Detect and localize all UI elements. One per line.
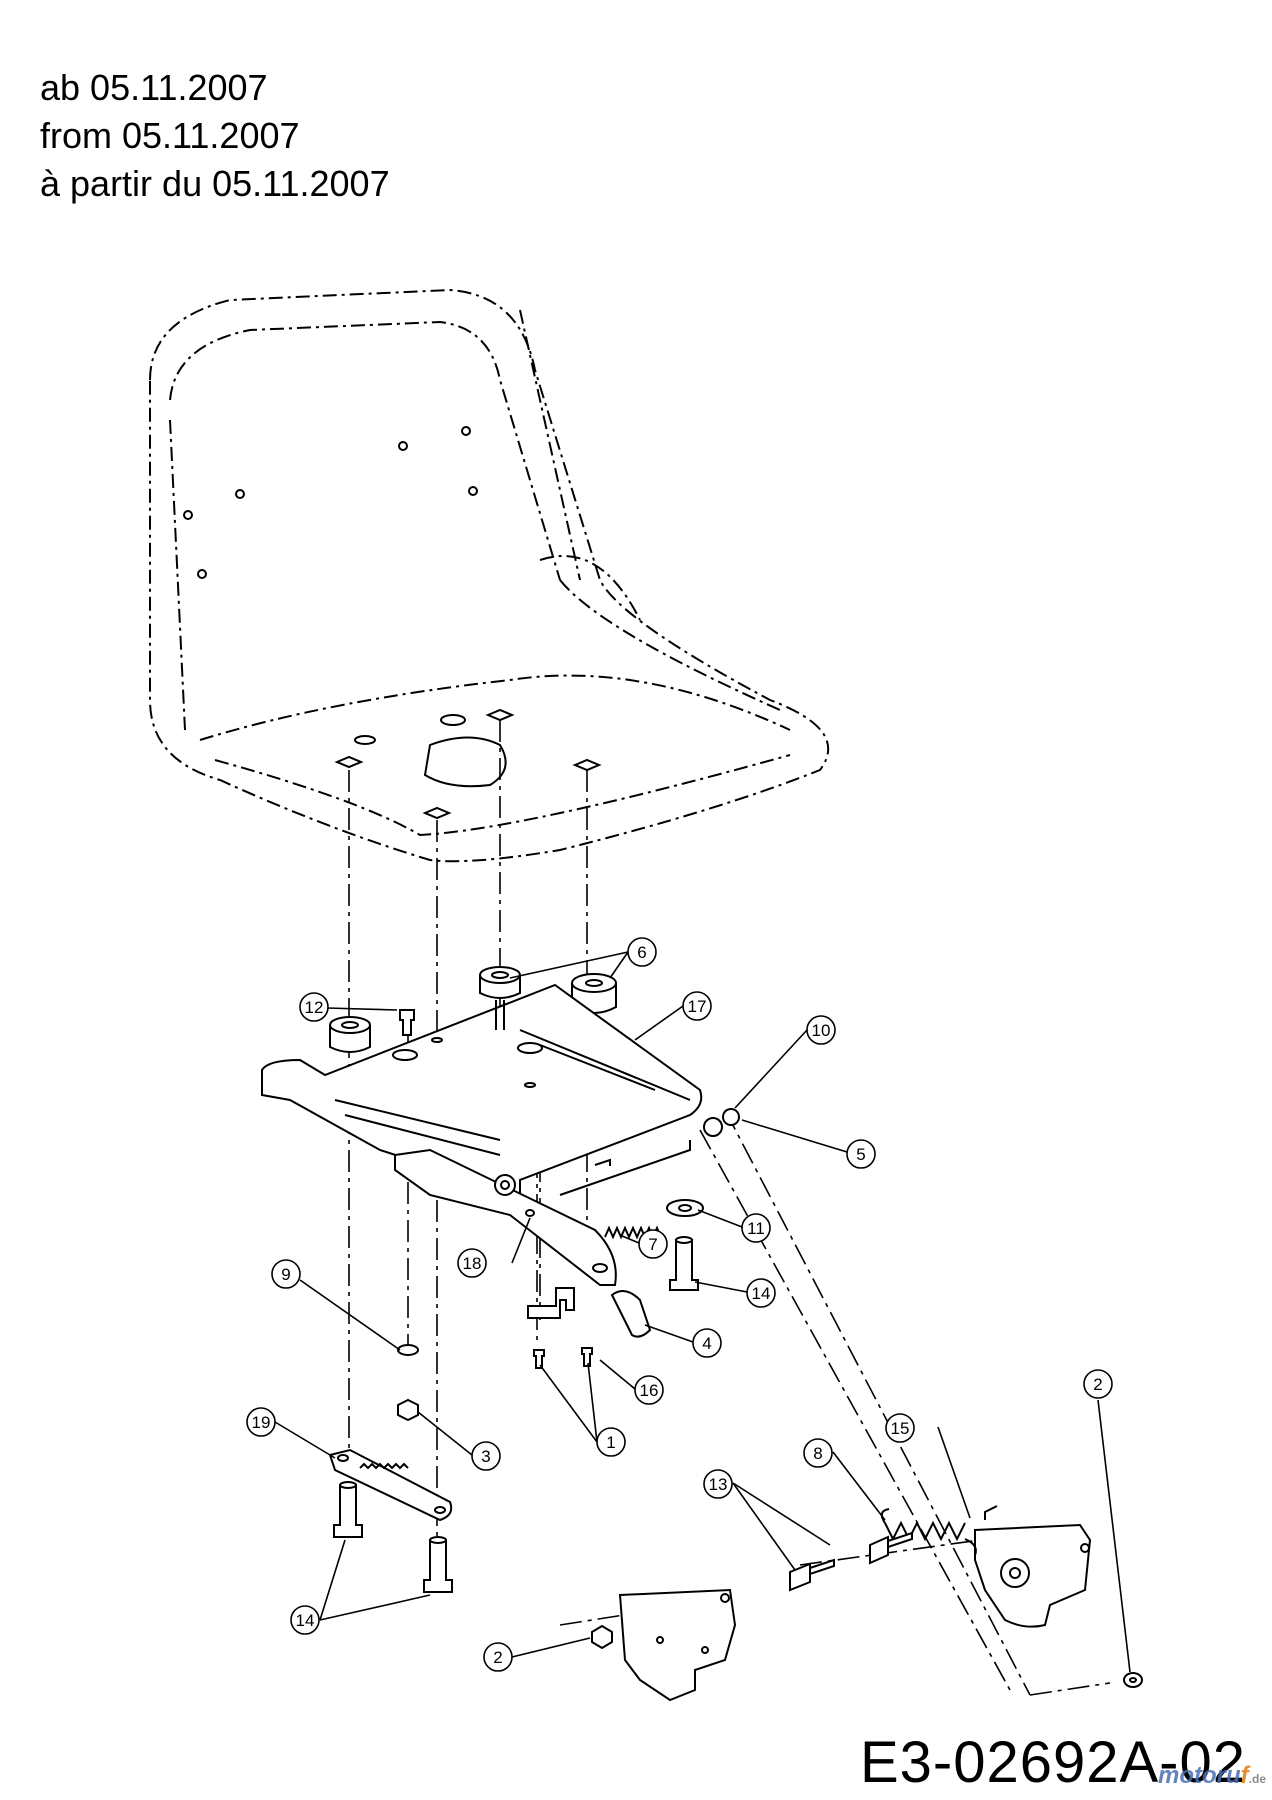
watermark-suffix: .de	[1248, 1772, 1266, 1786]
watermark-accent: f	[1240, 1762, 1249, 1789]
callout-4: 4	[692, 1328, 722, 1358]
part-10-washer	[703, 1117, 723, 1137]
leader-lines	[274, 951, 1131, 1673]
part-11-washer	[666, 1199, 704, 1217]
part-16-bracket	[527, 1287, 575, 1319]
callout-3: 3	[471, 1441, 501, 1471]
callout-11: 11	[741, 1213, 771, 1243]
callout-2-right: 2	[1083, 1369, 1113, 1399]
watermark-brand: motoru	[1158, 1762, 1241, 1789]
callout-18: 18	[457, 1248, 487, 1278]
part-3-nut	[397, 1398, 419, 1422]
date-line-de: ab 05.11.2007	[40, 67, 268, 108]
svg-text:13: 13	[709, 1475, 728, 1494]
svg-text:2: 2	[1093, 1375, 1102, 1394]
callout-14-right: 14	[746, 1278, 776, 1308]
part-14-bolt-right	[669, 1236, 699, 1291]
part-15-lever-assembly	[974, 1505, 1092, 1628]
part-17-seat-plate	[261, 983, 703, 1197]
watermark-logo: motoruf.de	[1158, 1762, 1266, 1790]
part-18-slide-bar	[394, 1148, 617, 1286]
date-line-en: from 05.11.2007	[40, 115, 300, 156]
callout-15: 15	[885, 1413, 915, 1443]
callout-1: 1	[596, 1427, 626, 1457]
callout-2-lower: 2	[483, 1642, 513, 1672]
svg-text:15: 15	[891, 1419, 910, 1438]
svg-text:11: 11	[747, 1219, 765, 1238]
svg-text:19: 19	[252, 1413, 271, 1432]
callout-17: 17	[682, 991, 712, 1021]
callout-13: 13	[703, 1469, 733, 1499]
lower-bracket	[618, 1588, 737, 1702]
callout-7: 7	[638, 1229, 668, 1259]
callout-9: 9	[271, 1259, 301, 1289]
part-4-handle-cap	[610, 1290, 652, 1338]
svg-text:2: 2	[493, 1648, 502, 1667]
callout-5: 5	[846, 1139, 876, 1169]
part-5-nut	[722, 1108, 740, 1126]
callouts: 12 6 17 10 5 11 7 14 18 9 4 16 1 3 19 15…	[246, 937, 1113, 1672]
svg-text:12: 12	[305, 998, 324, 1017]
callout-10: 10	[806, 1015, 836, 1045]
part-1-screws	[533, 1347, 593, 1369]
svg-text:14: 14	[752, 1284, 771, 1303]
svg-text:9: 9	[281, 1265, 290, 1284]
part-13-bolts	[789, 1531, 913, 1592]
seat-shell	[149, 288, 830, 863]
svg-text:4: 4	[702, 1334, 711, 1353]
part-19-adjuster-plate	[328, 1448, 453, 1522]
svg-text:18: 18	[463, 1254, 482, 1273]
part-9-washer	[397, 1344, 419, 1356]
svg-text:1: 1	[606, 1433, 615, 1452]
svg-text:3: 3	[481, 1447, 490, 1466]
date-line-fr: à partir du 05.11.2007	[40, 163, 390, 204]
callout-12: 12	[299, 992, 329, 1022]
callout-16: 16	[634, 1375, 664, 1405]
svg-text:10: 10	[812, 1021, 831, 1040]
svg-text:6: 6	[637, 943, 646, 962]
svg-text:5: 5	[856, 1145, 865, 1164]
svg-text:16: 16	[640, 1381, 659, 1400]
svg-text:7: 7	[648, 1235, 657, 1254]
callout-19: 19	[246, 1407, 276, 1437]
svg-text:8: 8	[813, 1444, 822, 1463]
part-8-spring	[880, 1508, 977, 1556]
part-14-bolts-left	[333, 1481, 453, 1593]
svg-text:14: 14	[296, 1611, 315, 1630]
drawing-code: E3-02692A-02	[859, 1730, 1246, 1795]
part-2-nut-lower	[591, 1624, 613, 1650]
seat-mount-tabs	[334, 708, 602, 820]
callout-14-left: 14	[290, 1605, 320, 1635]
svg-text:17: 17	[688, 997, 707, 1016]
date-header: ab 05.11.2007 from 05.11.2007 à partir d…	[40, 64, 390, 208]
callout-8: 8	[803, 1438, 833, 1468]
part-2-nut-right	[1123, 1672, 1143, 1688]
part-12-pin	[399, 1009, 415, 1036]
callout-6: 6	[627, 937, 657, 967]
